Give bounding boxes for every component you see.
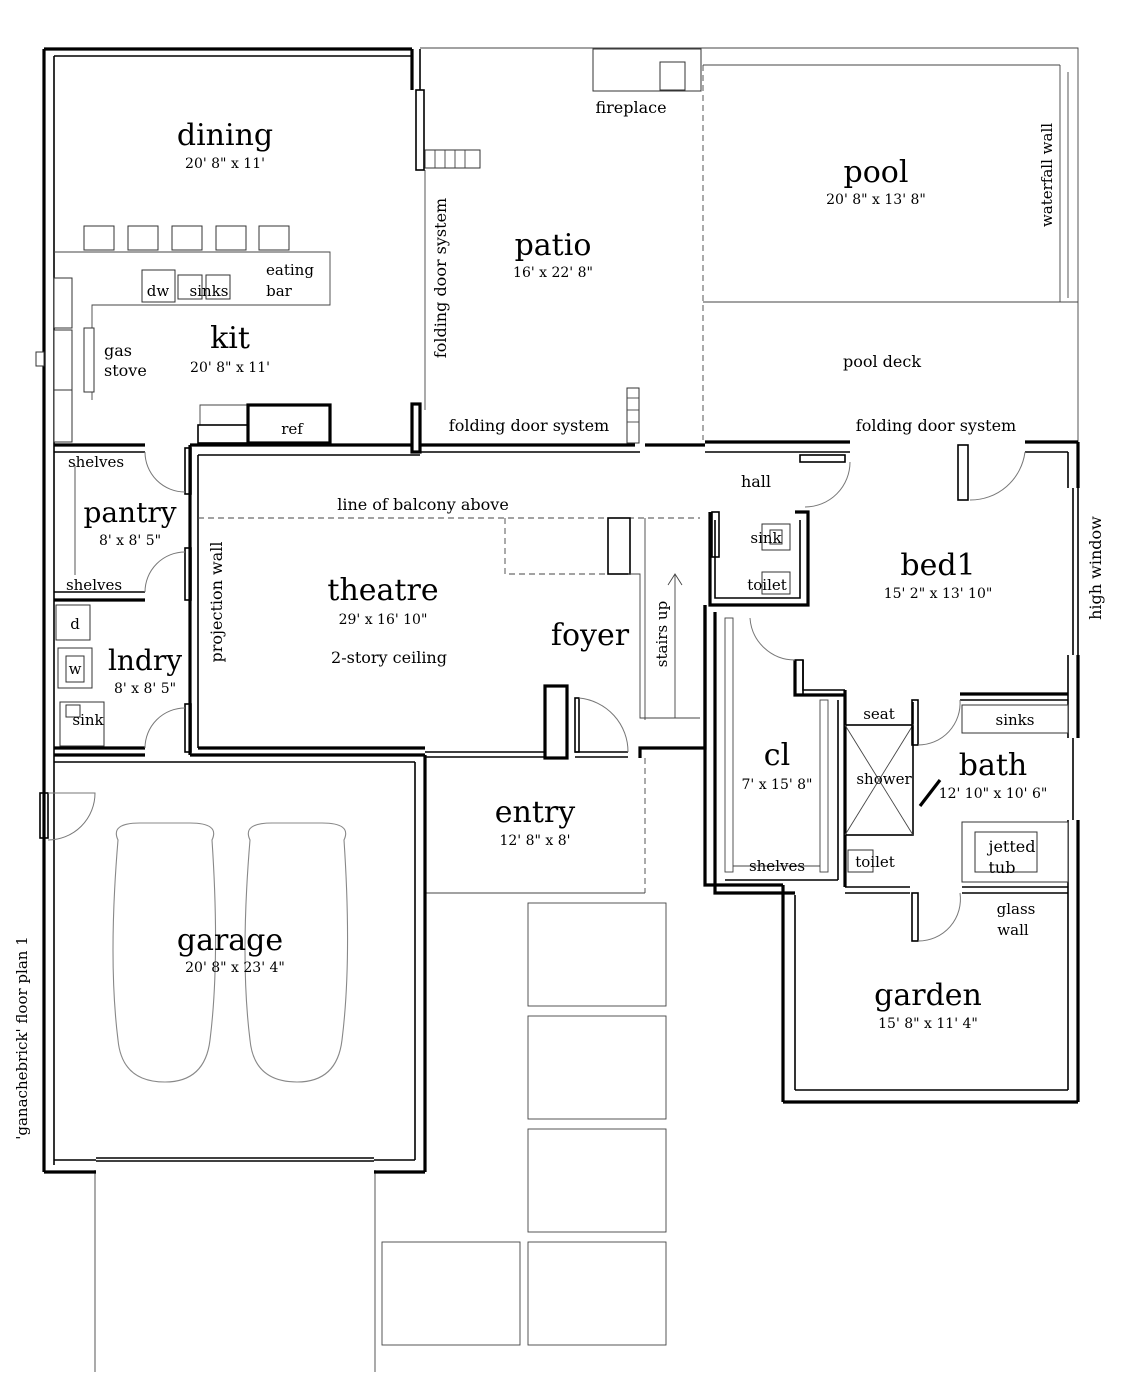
room-lndry-dim: 8' x 8' 5" [114, 681, 176, 697]
dryer-label: d [70, 615, 80, 633]
room-cl-name: cl [764, 738, 790, 773]
pantry-shelves-bottom-label: shelves [66, 576, 122, 594]
room-lndry-name: lndry [108, 644, 182, 677]
pool-deck-label: pool deck [843, 352, 921, 371]
room-patio-name: patio [515, 228, 592, 263]
room-dining-dim: 20' 8" x 11' [185, 156, 265, 172]
room-patio-dim: 16' x 22' 8" [513, 265, 593, 281]
room-pantry-dim: 8' x 8' 5" [99, 533, 161, 549]
folding-door-patio-label: folding door system [449, 416, 609, 435]
room-garage-name: garage [177, 923, 283, 958]
gas-stove-label-1: gas [104, 341, 132, 360]
dishwasher-label: dw [147, 282, 170, 300]
refrigerator-label: ref [281, 420, 304, 438]
folding-door-vertical-label: folding door system [431, 198, 450, 358]
room-bath-dim: 12' 10" x 10' 6" [939, 786, 1048, 802]
room-theatre-dim: 29' x 16' 10" [339, 612, 428, 628]
room-dining-name: dining [177, 118, 273, 153]
hall-toilet-label: toilet [747, 576, 787, 594]
folding-door-deck-label: folding door system [856, 416, 1016, 435]
high-window-label: high window [1086, 516, 1105, 620]
shower-label: shower [856, 770, 912, 788]
glass-wall-label-2: wall [997, 921, 1029, 939]
plan-title: 'ganachebrick' floor plan 1 [13, 936, 31, 1139]
room-bath-name: bath [959, 748, 1027, 783]
jetted-tub-label-2: tub [989, 858, 1016, 877]
pantry-shelves-top-label: shelves [68, 453, 124, 471]
interior-walls [54, 443, 1068, 887]
stairs-up-label: stairs up [653, 601, 671, 667]
room-entry-name: entry [495, 795, 575, 830]
outdoor-lines [94, 47, 1079, 1372]
waterfall-wall-label: waterfall wall [1038, 123, 1056, 227]
utility-fixtures [55, 465, 105, 747]
room-theatre-name: theatre [327, 573, 438, 608]
seat-label: seat [863, 705, 895, 723]
room-garage-dim: 20' 8" x 23' 4" [185, 960, 285, 976]
room-garden-name: garden [874, 978, 982, 1013]
hall-label: hall [741, 472, 771, 491]
eating-bar-label-1: eating [266, 261, 314, 279]
room-garden-dim: 15' 8" x 11' 4" [878, 1016, 978, 1032]
laundry-sink-label: sink [72, 711, 104, 729]
washer-label: w [69, 660, 82, 678]
stepping-stones [381, 902, 667, 1346]
bath-toilet-label: toilet [855, 853, 895, 871]
doors [39, 89, 1026, 942]
balcony-line-label: line of balcony above [337, 495, 509, 514]
annotation-labels: fireplace waterfall wall pool deck foldi… [13, 98, 1105, 1140]
room-foyer-name: foyer [551, 618, 630, 653]
room-labels: dining 20' 8" x 11' kit 20' 8" x 11' pan… [83, 118, 1047, 1032]
bath-sinks-label: sinks [996, 711, 1035, 729]
room-entry-dim: 12' 8" x 8' [499, 833, 570, 849]
two-story-ceiling-label: 2-story ceiling [331, 648, 447, 667]
garage-cars [112, 822, 349, 1083]
room-bed1-name: bed1 [900, 548, 975, 583]
room-pool-name: pool [844, 155, 909, 190]
jetted-tub-label-1: jetted [987, 837, 1036, 856]
eating-bar-label-2: bar [266, 282, 293, 300]
closet-shelves-label: shelves [749, 857, 805, 875]
kitchen-fixtures [35, 48, 702, 445]
kitchen-sinks-label: sinks [190, 282, 229, 300]
bath-fixtures [761, 523, 1069, 883]
hall-sink-label: sink [750, 529, 782, 547]
fireplace-label: fireplace [595, 98, 666, 117]
room-pantry-name: pantry [83, 496, 176, 529]
projection-wall-label: projection wall [207, 542, 226, 663]
room-kit-name: kit [210, 321, 250, 356]
glass-wall-label-1: glass [997, 900, 1036, 918]
exterior-walls [42, 47, 1080, 1174]
room-cl-dim: 7' x 15' 8" [741, 777, 812, 793]
gas-stove-label-2: stove [104, 361, 147, 380]
room-pool-dim: 20' 8" x 13' 8" [826, 192, 926, 208]
room-bed1-dim: 15' 2" x 13' 10" [884, 586, 993, 602]
room-kit-dim: 20' 8" x 11' [190, 360, 270, 376]
